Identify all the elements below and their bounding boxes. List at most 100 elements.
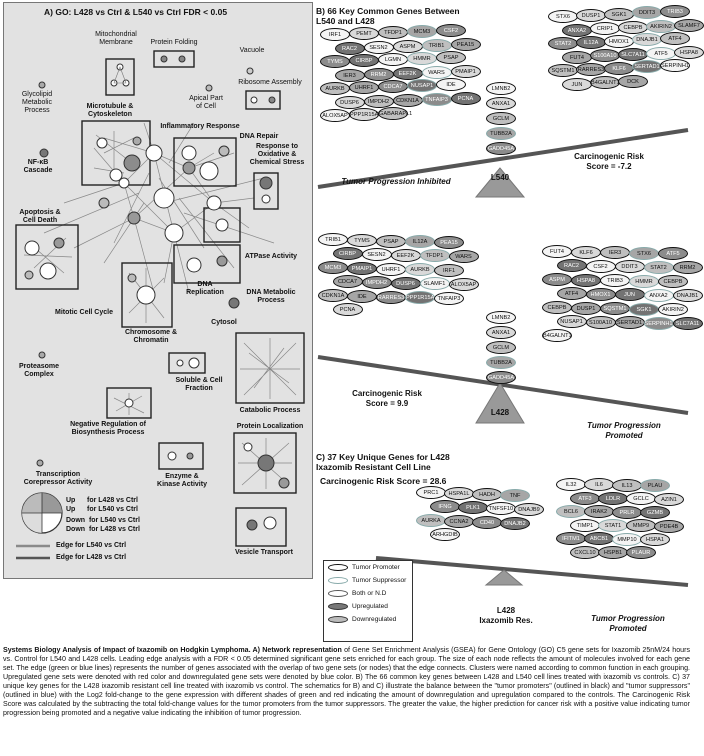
gene-oval: IRF1: [434, 264, 464, 278]
label-micro: Microtubule & Cytoskeleton: [86, 103, 134, 118]
gene-oval: CDKN1A: [392, 93, 423, 107]
gene-oval: PMAIP1: [450, 64, 481, 78]
gene-oval: ARHGDIB: [430, 528, 460, 541]
gene-oval: RARRES3: [376, 290, 406, 304]
gene-oval: STX6: [548, 10, 578, 23]
risk-score-c: Carcinogenic Risk Score = 28.6: [320, 476, 447, 486]
gene-oval: MMP9: [626, 519, 656, 533]
gene-oval: PPP1R15A: [405, 291, 435, 305]
gene-oval: DNAJB1: [632, 33, 662, 47]
gene-oval: UHRF1: [349, 81, 379, 94]
legend-edge-l540: Edge for L540 vs Ctrl: [56, 542, 127, 549]
gene-oval: IER3: [334, 68, 365, 82]
gene-oval: IMPDH2: [363, 94, 394, 108]
gene-oval: HSPB1: [598, 545, 628, 559]
label-dnarepair: DNA Repair: [239, 133, 279, 140]
gene-oval: ATF5: [646, 46, 676, 60]
gene-oval: IL32: [556, 478, 586, 491]
label-vacuole: Vacuole: [239, 47, 265, 54]
gene-oval: CIRBP: [332, 247, 363, 260]
gene-oval: MCM3: [318, 261, 348, 274]
gene-oval: GZMB: [640, 506, 670, 520]
gene-oval: KLF6: [604, 61, 634, 75]
gene-oval: SGK1: [604, 7, 634, 21]
gene-oval: PLK1: [458, 501, 488, 514]
gene-oval: ATF3: [570, 491, 600, 505]
gene-oval: CEBPB: [618, 21, 648, 35]
gene-oval: SLC7A11: [618, 48, 648, 62]
gene-oval: LDLR: [598, 491, 628, 505]
fulcrum-l428: L428: [490, 408, 510, 417]
gene-oval: STAT2: [643, 260, 674, 274]
gene-oval: CDCA7: [378, 80, 408, 93]
gene-oval: HSPA1: [640, 533, 670, 547]
caption-heading: Systems Biology Analysis of Impact of Ix…: [3, 646, 342, 654]
risk-score-l540: Carcinogenic Risk Score = -7.2: [574, 152, 644, 171]
gene-oval: S100A10: [585, 315, 616, 329]
legend-item: Tumor Promoter: [324, 561, 412, 574]
gene-oval: ATF5: [658, 247, 688, 261]
label-negreg: Negative Regulation of Biosynthesis Proc…: [70, 421, 146, 436]
gene-oval: SERPINH1: [643, 316, 674, 330]
gene-oval: LMNB2: [486, 82, 516, 95]
gene-oval: TUBB2A: [486, 127, 516, 140]
gene-oval: ATF4: [660, 32, 690, 46]
gene-oval: FUT4: [542, 245, 572, 258]
legend-up-l428: Up for L428 vs Ctrl: [66, 497, 138, 504]
gene-oval: SQSTM1: [548, 64, 578, 77]
gene-oval: STAT2: [548, 37, 578, 50]
legend-item: Tumor Suppressor: [324, 574, 412, 587]
gene-oval: AURKA: [416, 514, 446, 527]
legend-item: Both or N.D: [324, 587, 412, 600]
gene-oval: TYMS: [347, 233, 377, 247]
panel-b-l540: B) 66 Key Common Genes Between L540 and …: [316, 2, 704, 198]
gene-oval: SESN2: [361, 247, 392, 261]
label-glyco: Glycolipid Metabolic Process: [21, 91, 53, 114]
gene-oval: PEA15: [450, 37, 481, 51]
gene-oval: HSPA8: [571, 273, 601, 287]
network-graph: [15, 50, 305, 560]
gene-oval: SGK1: [629, 302, 659, 316]
gene-oval: RARRES3: [576, 62, 606, 76]
gene-oval: IL13: [612, 478, 642, 492]
gene-oval: CSF2: [585, 259, 616, 273]
gene-oval: TRIB1: [318, 233, 348, 246]
gene-oval: PEMT: [349, 27, 379, 40]
label-atpase: ATPase Activity: [244, 253, 298, 260]
legend-edge-l428: Edge for L428 vs Ctrl: [56, 554, 127, 561]
gene-oval: PDE4B: [654, 519, 684, 533]
gene-oval: LGMN: [378, 53, 408, 66]
gene-oval: ATF4: [556, 287, 587, 300]
gene-oval: SLC7A11: [672, 317, 703, 331]
gene-oval: EEF2K: [390, 248, 421, 262]
gene-oval: GCLM: [486, 112, 516, 125]
gene-oval: GCLM: [486, 341, 516, 354]
gene-oval: AKIRIN2: [646, 19, 676, 33]
label-tcorep: Transcription Corepressor Activity: [23, 471, 93, 486]
gene-oval: IL12A: [576, 35, 606, 49]
gene-oval: HMOX1: [604, 34, 634, 48]
gene-oval: RRM2: [363, 67, 394, 81]
gene-oval: JUN: [562, 77, 592, 91]
fulcrum-l540: L540: [490, 173, 510, 182]
label-mito: Mitochondrial Membrane: [95, 31, 137, 46]
gene-oval: RAC2: [556, 259, 587, 272]
label-nfkb: NF-κB Cascade: [23, 159, 53, 174]
gene-oval: IFNG: [430, 500, 460, 513]
gene-oval: DNAJB1: [672, 289, 703, 303]
gene-oval: ANXA2: [562, 23, 592, 37]
gene-oval: DUSP6: [334, 95, 365, 109]
gene-oval: SLAMF7: [674, 18, 704, 32]
gene-oval: TIMP1: [570, 518, 600, 532]
gene-oval: CDCA7: [332, 275, 363, 288]
gene-oval: JUN: [614, 288, 645, 302]
label-inflam: Inflammatory Response: [160, 123, 240, 130]
gene-oval: CD40: [472, 516, 502, 529]
gene-oval: AKIRIN2: [658, 303, 688, 317]
gene-oval: CSF2: [436, 24, 466, 37]
gene-oval: GABARAPL1: [378, 107, 412, 120]
label-vesicle: Vesicle Transport: [235, 549, 293, 556]
caption-inhibited: Tumor Progression Inhibited: [341, 177, 451, 186]
gene-oval: CXCL10: [570, 545, 600, 559]
